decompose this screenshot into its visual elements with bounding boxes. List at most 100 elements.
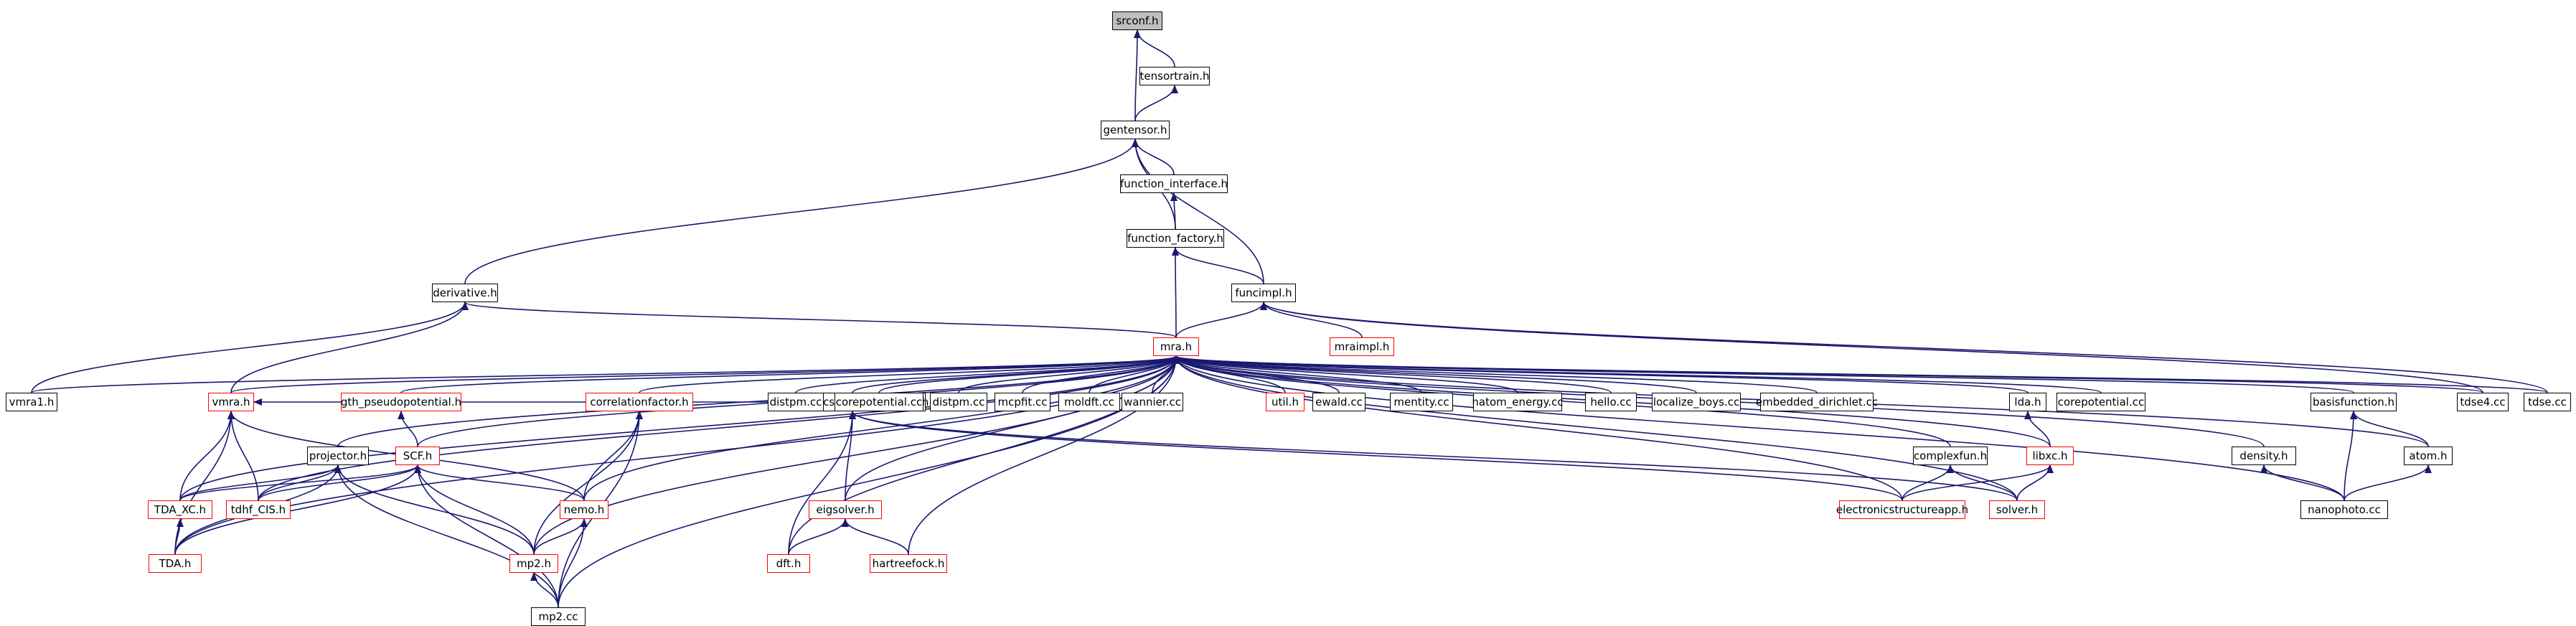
edge-mp2h-to-scf — [414, 464, 535, 555]
node-mp2cc[interactable]: mp2.cc — [531, 607, 586, 626]
node-corepotential-cc1[interactable]: corepotential.cc — [835, 393, 923, 411]
node-solver[interactable]: solver.h — [1989, 500, 2045, 519]
edge-solver-to-complexfun — [1947, 464, 2018, 501]
edge-esapp-to-libxc — [1902, 464, 2054, 501]
edge-distpm1-to-mra — [795, 355, 1180, 393]
edge-gentensor-to-srconf — [1133, 29, 1141, 121]
edge-gth-to-mra — [400, 355, 1180, 393]
edge-solver-to-mra — [1172, 355, 2018, 501]
node-function-interface[interactable]: function_interface.h — [1120, 174, 1228, 193]
edge-solver-to-esparams — [849, 411, 2018, 501]
edge-atom-to-basisfunction — [2350, 411, 2429, 447]
node-mraimpl[interactable]: mraimpl.h — [1330, 337, 1394, 356]
node-mra[interactable]: mra.h — [1153, 337, 1199, 356]
edge-corepotential-cc2-to-mra — [1172, 355, 2102, 393]
edge-projector-to-mra — [337, 355, 1180, 447]
node-mentity[interactable]: mentity.cc — [1390, 393, 1453, 411]
node-localize[interactable]: localize_boys.cc — [1652, 393, 1741, 411]
node-density[interactable]: density.h — [2232, 447, 2296, 465]
node-function-factory[interactable]: function_factory.h — [1127, 229, 1224, 248]
node-atom[interactable]: atom.h — [2404, 447, 2453, 465]
edge-tda-xc-to-projector — [179, 464, 342, 501]
node-eigsolver[interactable]: eigsolver.h — [809, 500, 882, 519]
edge-mp2cc-to-projector — [334, 464, 559, 608]
node-libxc[interactable]: libxc.h — [2026, 447, 2074, 465]
node-tda-xc[interactable]: TDA_XC.h — [148, 500, 212, 519]
edge-libxc-to-lda — [2024, 411, 2051, 447]
edge-nemo-to-mra — [583, 355, 1180, 501]
node-tdse4[interactable]: tdse4.cc — [2457, 393, 2509, 411]
edge-vmra-to-mra — [230, 355, 1180, 393]
edge-solver-to-libxc — [2016, 464, 2054, 501]
edge-mp2cc-to-scf — [414, 464, 559, 608]
edge-distpm2-to-mra — [958, 355, 1180, 393]
node-nanophoto[interactable]: nanophoto.cc — [2300, 500, 2388, 519]
edge-tda-xc-to-vmra — [179, 411, 235, 501]
node-corepotential-cc2[interactable]: corepotential.cc — [2056, 393, 2145, 411]
node-wannier[interactable]: wannier.cc — [1122, 393, 1183, 411]
node-nemo[interactable]: nemo.h — [560, 500, 608, 519]
edge-mra-to-funcimpl — [1175, 302, 1267, 338]
edge-tdse-to-mra — [1172, 355, 2548, 393]
node-derivative[interactable]: derivative.h — [432, 284, 498, 302]
node-hatom[interactable]: hatom_energy.cc — [1472, 393, 1564, 411]
node-util[interactable]: util.h — [1266, 393, 1305, 411]
node-projector[interactable]: projector.h — [307, 447, 369, 465]
node-esapp[interactable]: electronicstructureapp.h — [1836, 500, 1968, 519]
edge-corrfactor-to-mra — [639, 355, 1180, 393]
node-scf[interactable]: SCF.h — [395, 447, 440, 465]
edge-mcpfit-to-mra — [1022, 355, 1180, 393]
edge-function-interface-to-gentensor — [1132, 139, 1175, 175]
node-tdse[interactable]: tdse.cc — [2524, 393, 2571, 411]
node-dft[interactable]: dft.h — [767, 554, 810, 573]
node-distpm1[interactable]: distpm.cc — [768, 393, 824, 411]
edge-vmra1-to-derivative — [31, 302, 469, 393]
edge-dft-to-eigsolver — [788, 518, 849, 555]
edge-scf-to-gth — [398, 411, 418, 447]
edge-nanophoto-to-basisfunction — [2344, 411, 2357, 501]
edge-mp2cc-to-mp2h — [530, 572, 559, 608]
node-vmra[interactable]: vmra.h — [208, 393, 254, 411]
node-hello[interactable]: hello.cc — [1585, 393, 1637, 411]
node-tda[interactable]: TDA.h — [149, 554, 202, 573]
edge-complexfun-to-mra — [1172, 355, 1951, 447]
node-embedded[interactable]: embedded_dirichlet.cc — [1756, 393, 1878, 411]
edge-mp2h-to-corrfactor — [533, 411, 643, 555]
node-corrfactor[interactable]: correlationfactor.h — [586, 393, 693, 411]
edge-tensortrain-to-srconf — [1134, 29, 1175, 67]
node-mcpfit[interactable]: mcpfit.cc — [995, 393, 1050, 411]
node-srconf[interactable]: srconf.h — [1112, 11, 1162, 30]
node-gth[interactable]: gth_pseudopotential.h — [341, 393, 461, 411]
edge-esapp-to-esparams — [849, 411, 1903, 501]
node-basisfunction[interactable]: basisfunction.h — [2311, 393, 2397, 411]
edge-embedded-to-mra — [1172, 355, 1818, 393]
edge-function-factory-to-function-interface — [1170, 192, 1178, 230]
edge-nanophoto-to-atom — [2344, 464, 2432, 501]
edge-hello-to-mra — [1172, 355, 1612, 393]
node-distpm2[interactable]: distpm.cc — [930, 393, 987, 411]
edge-tda-xc-to-scf — [179, 464, 421, 501]
node-hartreefock[interactable]: hartreefock.h — [870, 554, 947, 573]
edge-tdhf-cis-to-mra — [258, 355, 1180, 501]
node-funcimpl[interactable]: funcimpl.h — [1231, 284, 1296, 302]
edge-nemo-to-scf — [414, 464, 585, 501]
node-gentensor[interactable]: gentensor.h — [1101, 121, 1170, 139]
edge-mraimpl-to-funcimpl — [1260, 302, 1363, 338]
edge-hartreefock-to-mra — [908, 355, 1180, 555]
node-complexfun[interactable]: complexfun.h — [1913, 447, 1988, 465]
edge-tdse-to-funcimpl — [1260, 302, 2548, 393]
edge-vmra1-to-mra — [31, 355, 1180, 393]
edge-tda-xc-to-mra — [179, 355, 1180, 501]
edge-tda-to-tda-xc — [174, 518, 184, 555]
node-tensortrain[interactable]: tensortrain.h — [1139, 67, 1210, 85]
node-ewald[interactable]: ewald.cc — [1312, 393, 1365, 411]
edge-funcimpl-to-gentensor — [1132, 139, 1264, 284]
node-lda[interactable]: lda.h — [2009, 393, 2046, 411]
node-tdhf-cis[interactable]: tdhf_CIS.h — [226, 500, 291, 519]
node-vmra1[interactable]: vmra1.h — [6, 393, 57, 411]
node-mp2h[interactable]: mp2.h — [509, 554, 558, 573]
edge-corepotential-cc1-to-mra — [878, 355, 1180, 393]
node-moldft[interactable]: moldft.cc — [1058, 393, 1120, 411]
